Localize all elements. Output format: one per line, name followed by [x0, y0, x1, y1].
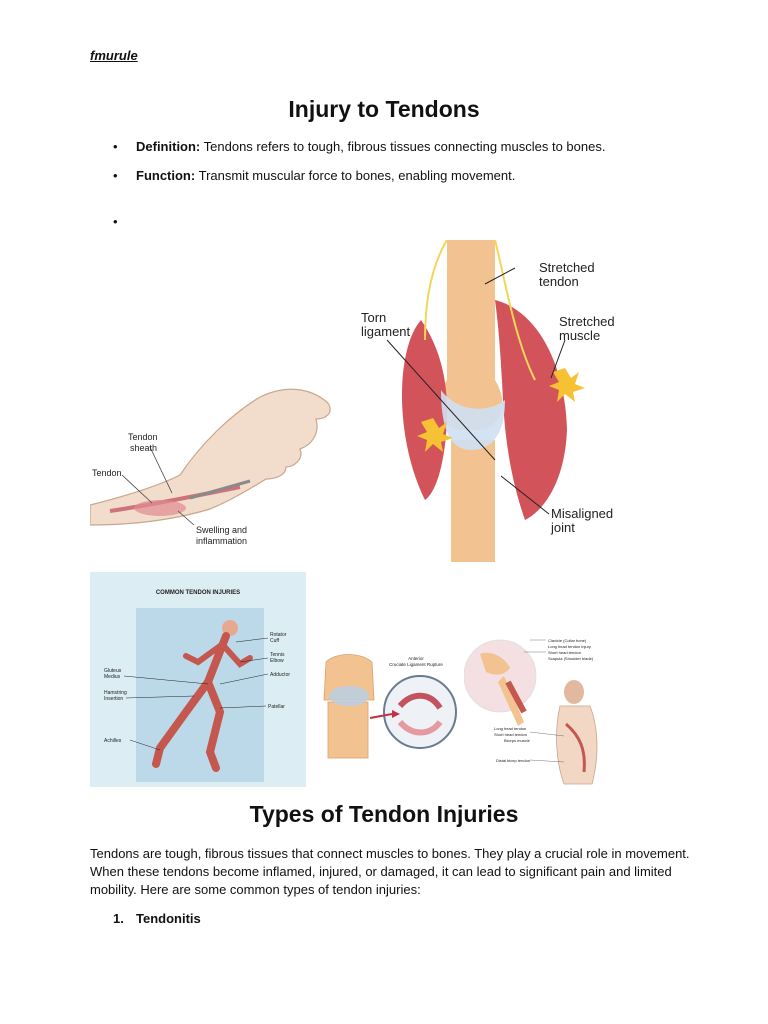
label-swelling-1: Swelling and [196, 525, 247, 535]
shoulder-label-5: Long head tendon [494, 726, 526, 731]
shoulder-label-1: Clavicle (Collar bone) [548, 638, 587, 643]
item-number: 1. [113, 911, 124, 926]
wrist-tendon-illustration: Tendon sheath Tendon Swelling and inflam… [90, 388, 331, 546]
label-misaligned-joint-2: joint [550, 520, 575, 535]
label-torn-ligament-2: ligament [361, 324, 411, 339]
shoulder-label-7: Biceps muscle [504, 738, 531, 743]
biceps-tendon-illustration: Clavicle (Collar bone) Long head tendon … [464, 638, 598, 785]
shoulder-label-2: Long head tendon injury [548, 644, 591, 649]
common-tendon-injuries-panel: COMMON TENDON INJURIES Rotator Cuff Tenn… [90, 572, 306, 787]
label-swelling-2: inflammation [196, 536, 247, 546]
bullet-term: Definition: [136, 139, 201, 154]
bullet-text: Transmit muscular force to bones, enabli… [198, 168, 516, 183]
acl-label-2: Cruciate Ligament Rupture [389, 662, 443, 667]
acl-label-1: Anterior [408, 656, 424, 661]
label-rotator-1: Rotator [270, 632, 287, 638]
label-patellar: Patellar [268, 704, 285, 710]
label-stretched-tendon-1: Stretched [539, 260, 595, 275]
intro-paragraph: Tendons are tough, fibrous tissues that … [90, 845, 690, 899]
shoulder-label-4: Scapula (Shoulder blade) [548, 656, 594, 661]
label-hamstring-1: Hamstring [104, 690, 127, 696]
label-gluteus-1: Gluteus [104, 668, 122, 674]
label-tennis-1: Tennis [270, 652, 285, 658]
label-stretched-muscle-2: muscle [559, 328, 600, 343]
label-hamstring-2: Insertion [104, 696, 123, 702]
section-title: Types of Tendon Injuries [249, 801, 519, 827]
paragraph-line: Tendons are tough, fibrous tissues that … [90, 846, 690, 861]
label-tendon-sheath-1: Tendon [128, 432, 158, 442]
page-title: Injury to Tendons [288, 96, 480, 122]
shoulder-label-8: Distal bicep tendon [496, 758, 530, 763]
label-stretched-muscle-1: Stretched [559, 314, 615, 329]
label-tendon-sheath-2: sheath [130, 443, 157, 453]
paragraph-line: When these tendons become inflamed, inju… [90, 864, 672, 879]
bullet-symbol: • [113, 168, 118, 183]
acl-rupture-illustration: Anterior Cruciate Ligament Rupture [323, 654, 457, 759]
bullet-symbol: • [113, 139, 118, 154]
label-tennis-2: Elbow [270, 658, 284, 664]
item-text: Tendonitis [136, 911, 201, 926]
paragraph-line: mobility. Here are some common types of … [90, 882, 421, 897]
bullet-text: Tendons refers to tough, fibrous tissues… [203, 139, 606, 154]
label-adductor: Adductor [270, 672, 290, 678]
label-achilles: Achilles [104, 738, 122, 744]
bullet-symbol: • [113, 214, 118, 229]
shoulder-label-3: Short head tendon [548, 650, 581, 655]
shoulder-label-6: Short head tendon [494, 732, 527, 737]
label-misaligned-joint-1: Misaligned [551, 506, 613, 521]
label-torn-ligament-1: Torn [361, 310, 386, 325]
author-name: fmurule [90, 48, 138, 63]
bullet-term: Function: [136, 168, 196, 183]
label-gluteus-2: Medius [104, 674, 121, 680]
label-rotator-2: Cuff [270, 638, 280, 644]
runner-panel-title: COMMON TENDON INJURIES [156, 590, 240, 596]
label-tendon: Tendon [92, 468, 122, 478]
label-stretched-tendon-2: tendon [539, 274, 579, 289]
knee-injury-illustration: Stretched tendon Torn ligament Stretched… [361, 240, 615, 562]
